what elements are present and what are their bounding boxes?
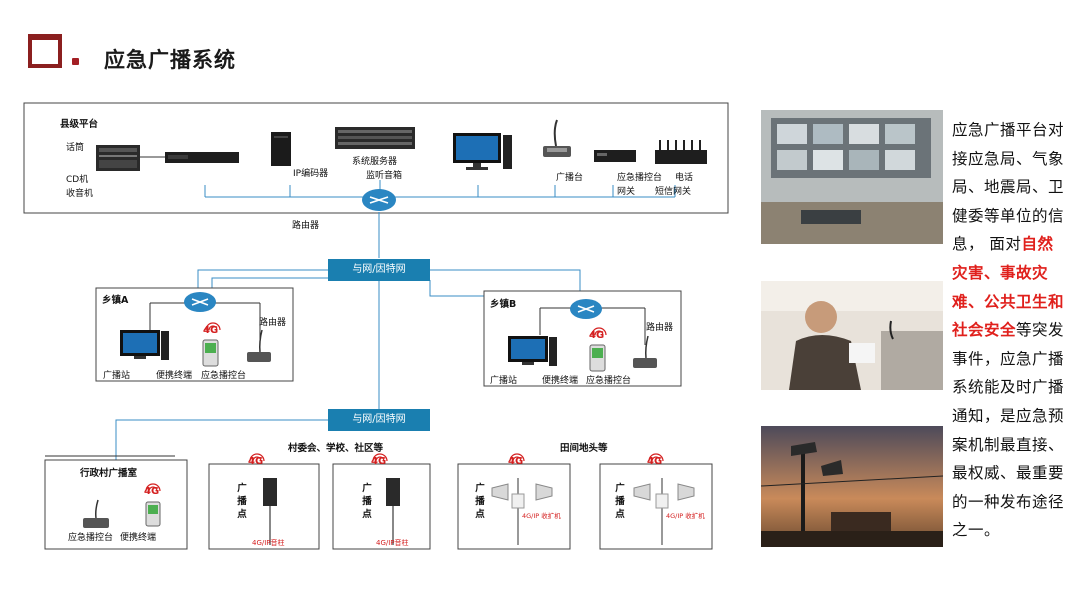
signal-4g-label: 4G (248, 456, 264, 467)
link-net-town-b (430, 269, 581, 298)
monitor-pc-icon (120, 330, 169, 360)
side-text-part-2: 等突发事件，应急广播系统能及时广播通知，是应急预案机制最直接、最权威、最重要的一… (952, 321, 1065, 540)
town-b-console-label: 应急播控台 (586, 376, 632, 386)
monitor-speaker-label: 监听音箱 (366, 171, 403, 181)
photo-operator (761, 281, 943, 390)
town-b-station-label: 广播站 (490, 376, 518, 386)
title-dot-icon (72, 58, 79, 65)
portable-terminal-icon (589, 344, 606, 372)
group-field-label: 田间地头等 (560, 443, 608, 454)
point-box-2 (332, 463, 431, 550)
portable-terminal-icon (202, 339, 219, 367)
ip-encoder-label: IP编码器 (293, 169, 329, 179)
signal-4g-icon (145, 322, 664, 492)
point-device-1: 4G/IP音柱 (252, 539, 285, 547)
point-device-3: 4G/IP 收扩机 (522, 512, 561, 520)
village-room-label: 行政村广播室 (80, 468, 138, 479)
system-diagram (23, 102, 729, 550)
monitor-pc-icon (453, 133, 512, 170)
gooseneck-mic-icon (83, 499, 109, 528)
town-a-station-label: 广播站 (103, 371, 131, 381)
town-a-console-label: 应急播控台 (201, 371, 247, 381)
router-icon (570, 299, 602, 319)
group-village-label: 村委会、学校、社区等 (288, 443, 384, 454)
network-bar-1: 与网/因特网 (328, 259, 430, 281)
gooseneck-mic-icon (543, 119, 571, 157)
point-label-1: 广播点 (237, 483, 247, 520)
link-net-town-a-2 (211, 277, 328, 292)
speaker-column-icon (386, 478, 400, 545)
village-portable-label: 便携终端 (120, 533, 157, 543)
point-box-1 (208, 463, 320, 550)
town-a-router-label: 路由器 (259, 318, 287, 328)
broadcast-desk-label: 广播台 (556, 173, 584, 183)
speaker-column-icon (263, 478, 277, 545)
mixer-icon (96, 145, 140, 171)
emergency-gateway-label-1: 应急播控台 (617, 173, 663, 183)
signal-4g-label: 4G (589, 330, 605, 341)
sms-gateway-label-1: 电话 (675, 173, 694, 183)
cd-label: CD机 (66, 175, 89, 185)
emergency-gateway-label-2: 网关 (617, 187, 636, 197)
town-b-portable-label: 便携终端 (542, 376, 579, 386)
link-net-village (115, 419, 328, 460)
horn-speaker-icon (491, 478, 553, 545)
mic-label: 话筒 (66, 143, 85, 153)
point-device-4: 4G/IP 收扩机 (666, 512, 705, 520)
router-icon (362, 189, 396, 211)
point-label-4: 广播点 (615, 483, 625, 520)
side-text-highlight: 自然灾害、事故灾难、公共卫生和社会安全 (952, 235, 1065, 340)
network-bar-2: 与网/因特网 (328, 409, 430, 431)
title-square-icon (28, 34, 62, 68)
signal-4g-label: 4G (371, 456, 387, 467)
gateway-icon (594, 150, 636, 162)
point-device-2: 4G/IP音柱 (376, 539, 409, 547)
signal-4g-label: 4G (144, 486, 160, 497)
encoder-tower-icon (271, 132, 291, 166)
signal-4g-label: 4G (647, 456, 663, 467)
village-console-label: 应急播控台 (68, 533, 114, 543)
sms-gateway-icon (655, 140, 707, 164)
server-rack-icon (335, 127, 415, 149)
village-room-box (44, 459, 188, 550)
horn-speaker-icon (633, 478, 695, 545)
town-b-router-label: 路由器 (646, 323, 674, 333)
photo-control-room (761, 110, 943, 244)
town-b-label: 乡镇B (490, 299, 517, 310)
town-a-portable-label: 便携终端 (156, 371, 193, 381)
point-label-2: 广播点 (362, 483, 372, 520)
signal-4g-label: 4G (508, 456, 524, 467)
county-label: 县级平台 (60, 119, 99, 130)
page-title: 应急广播系统 (104, 48, 236, 72)
monitor-pc-icon (508, 336, 557, 366)
server-label: 系统服务器 (352, 157, 398, 167)
router-icon (184, 292, 216, 312)
portable-terminal-icon (145, 501, 161, 527)
gooseneck-mic-icon (247, 329, 271, 362)
signal-4g-label: 4G (203, 325, 219, 336)
sms-gateway-label-2: 短信网关 (655, 187, 692, 197)
point-label-3: 广播点 (475, 483, 485, 520)
side-text-part-1: 应急广播平台对接应急局、气象局、地震局、卫健委等单位的信息， 面对 (952, 121, 1065, 254)
town-a-label: 乡镇A (102, 295, 129, 306)
radio-label: 收音机 (66, 189, 94, 199)
county-router-label: 路由器 (292, 221, 320, 231)
rack-device-icon (165, 152, 239, 163)
photo-outdoor-speaker (761, 426, 943, 547)
side-description: 应急广播平台对接应急局、气象局、地震局、卫健委等单位的信息， 面对自然灾害、事故… (952, 116, 1067, 545)
gooseneck-mic-icon (633, 335, 657, 368)
